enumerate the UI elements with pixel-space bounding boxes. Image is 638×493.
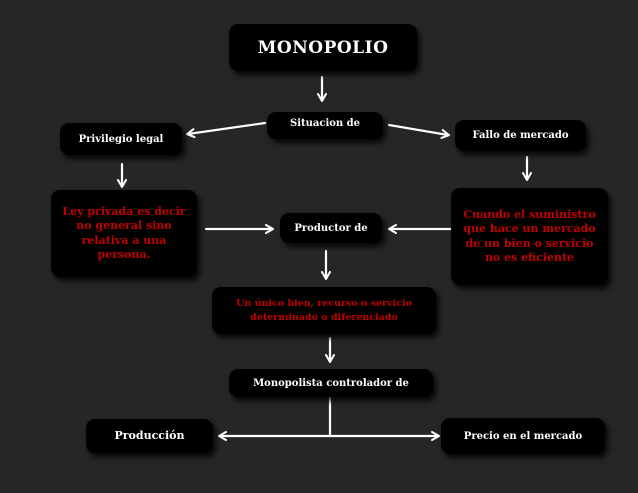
unico-bien-node: Un único bien, recurso o servicio determ… xyxy=(212,287,436,334)
situacion-node: Situacion de xyxy=(267,112,383,139)
precio-en-el-mercado-node: Precio en el mercado xyxy=(441,418,605,454)
privilegio-legal-node: Privilegio legal xyxy=(60,123,182,155)
arrow-situacion-to-privilegio xyxy=(186,121,267,139)
produccion-node: Producción xyxy=(86,419,213,453)
fallo-de-mercado-node: Fallo de mercado xyxy=(455,120,586,151)
monopolista-node: Monopolista controlador de xyxy=(229,369,433,397)
title-node: MONOPOLIO xyxy=(229,24,417,71)
arrow-situacion-to-fallo xyxy=(387,123,450,139)
cuando-el-suministro-node: Cuando el suministro que hace un mercado… xyxy=(451,188,608,285)
ley-privada-node: Ley privada es decir no general sino rel… xyxy=(51,190,197,277)
productor-de-node: Productor de xyxy=(280,213,382,243)
